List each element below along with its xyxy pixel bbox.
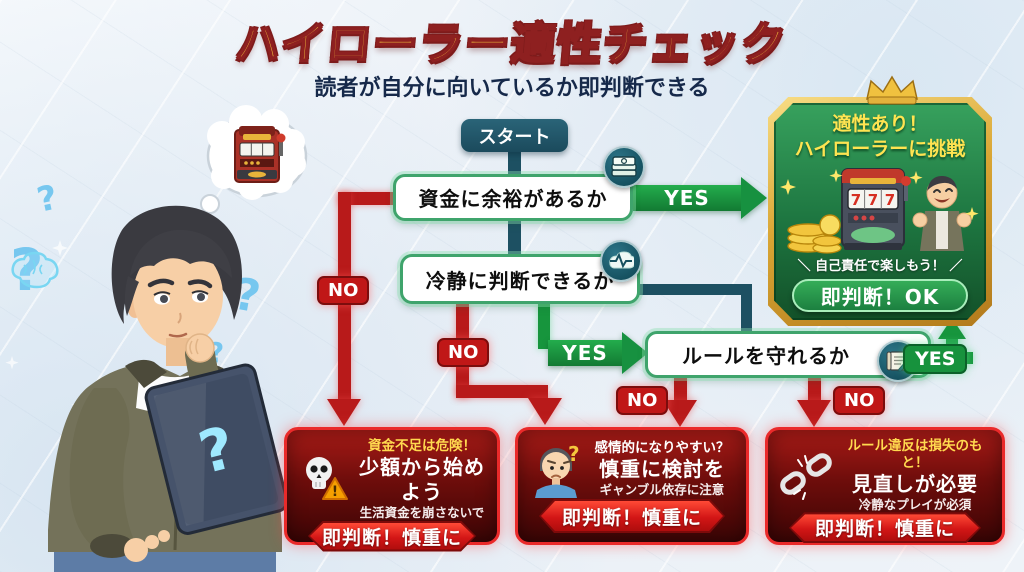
connector-q2-q3-vertical [741, 284, 752, 334]
success-ok-button: 即判断！OK [792, 279, 968, 313]
warning-cta-button: 即判断！慎重に [310, 523, 474, 550]
warning-main-text: 見直しが必要 [852, 471, 978, 496]
warning-sub-text: ギャンブル依存に注意 [599, 481, 725, 497]
brain-pulse-icon [600, 240, 642, 282]
q1-no-label: NO [317, 276, 370, 305]
warning-sub-text: 生活資金を崩さないで [359, 504, 485, 520]
q1-yes-label: YES [633, 185, 741, 211]
q1-no-arrowhead [327, 399, 361, 426]
warning-headline: ルール違反は損失のもと！ [847, 438, 983, 471]
success-result-card: 適性あり！ ハイローラーに挑戦 [768, 97, 992, 326]
q2-no-label: NO [437, 338, 490, 367]
warning-card-funds: ! 資金不足は危険！ 少額から始めよう 生活資金を崩さないで 即判断！慎重に [284, 427, 500, 545]
warning-main-text: 慎重に検討を [599, 456, 725, 481]
q3-no-right-arrowhead [797, 400, 831, 427]
slot-win-illustration: 7 7 7 [780, 168, 979, 255]
broken-chain-icon [778, 450, 834, 501]
page-title: ハイローラー適性チェック [233, 18, 791, 71]
q3-no-right-label: NO [833, 386, 886, 415]
svg-text:7: 7 [851, 191, 861, 209]
warning-card-rules: ルール違反は損失のもと！ 見直しが必要 冷静なプレイが必須 即判断！慎重に [765, 427, 1005, 545]
q3-no-right-connector [808, 376, 821, 402]
svg-text:!: ! [332, 484, 338, 500]
svg-text:7: 7 [885, 191, 895, 209]
connector-start-q1 [508, 149, 521, 176]
worried-face-icon: ? [528, 440, 584, 498]
q3-yes-label: YES [903, 344, 968, 374]
page-subtitle: 読者が自分に向いているか即判断できる [314, 76, 710, 101]
connector-q1-q2 [508, 220, 521, 256]
success-title: 適性あり！ ハイローラーに挑戦 [794, 113, 966, 160]
slot-machine: 7 7 7 [841, 168, 911, 251]
crown-icon [866, 75, 918, 105]
svg-text:7: 7 [868, 191, 878, 209]
q2-yes-arrow: YES [548, 332, 648, 374]
warning-cta-button: 即判断！慎重に [791, 514, 979, 541]
warning-card-emotion: ? 感情的になりやすい？ 慎重に検討を ギャンブル依存に注意 即判断！慎重に [515, 427, 749, 545]
svg-text:?: ? [34, 178, 62, 221]
warning-headline: 資金不足は危険！ [368, 438, 476, 454]
q3-no-left-connector [674, 376, 687, 402]
q2-yes-label: YES [548, 340, 622, 366]
q3-no-left-label: NO [616, 386, 669, 415]
cash-stack-icon [603, 146, 645, 188]
skull-warning-icon: ! [297, 455, 353, 503]
thinking-man: ? [48, 205, 289, 572]
q1-yes-arrowhead [741, 177, 767, 219]
warning-cta-button: 即判断！慎重に [541, 501, 723, 531]
happy-player [912, 176, 972, 252]
q2-no-arrowhead [528, 398, 562, 425]
thinking-man-illustration: ? ? ? ? ? [5, 105, 308, 572]
q1-yes-arrow: YES [633, 177, 767, 219]
success-banner-text: ＼ 自己責任で楽しもう！ ／ [797, 259, 963, 275]
flow-question-funds: 資金に余裕があるか [393, 174, 633, 221]
warning-main-text: 少額から始めよう [359, 454, 485, 504]
flow-start-node: スタート [461, 119, 568, 152]
warning-button-frame: 即判断！慎重に [308, 521, 476, 552]
q2-no-connector-horizontal [456, 385, 548, 398]
warning-sub-text: 冷静なプレイが必須 [858, 496, 972, 512]
gold-coins [787, 214, 842, 255]
warning-button-frame: 即判断！慎重に [539, 499, 725, 533]
thought-slot-machine [234, 126, 286, 183]
warning-button-frame: 即判断！慎重に [789, 512, 981, 543]
q3-no-left-arrowhead [663, 400, 697, 427]
connector-q2-q3-horizontal [636, 284, 752, 295]
question-mark-badge: ? [568, 441, 580, 466]
warning-headline: 感情的になりやすい？ [594, 439, 730, 456]
